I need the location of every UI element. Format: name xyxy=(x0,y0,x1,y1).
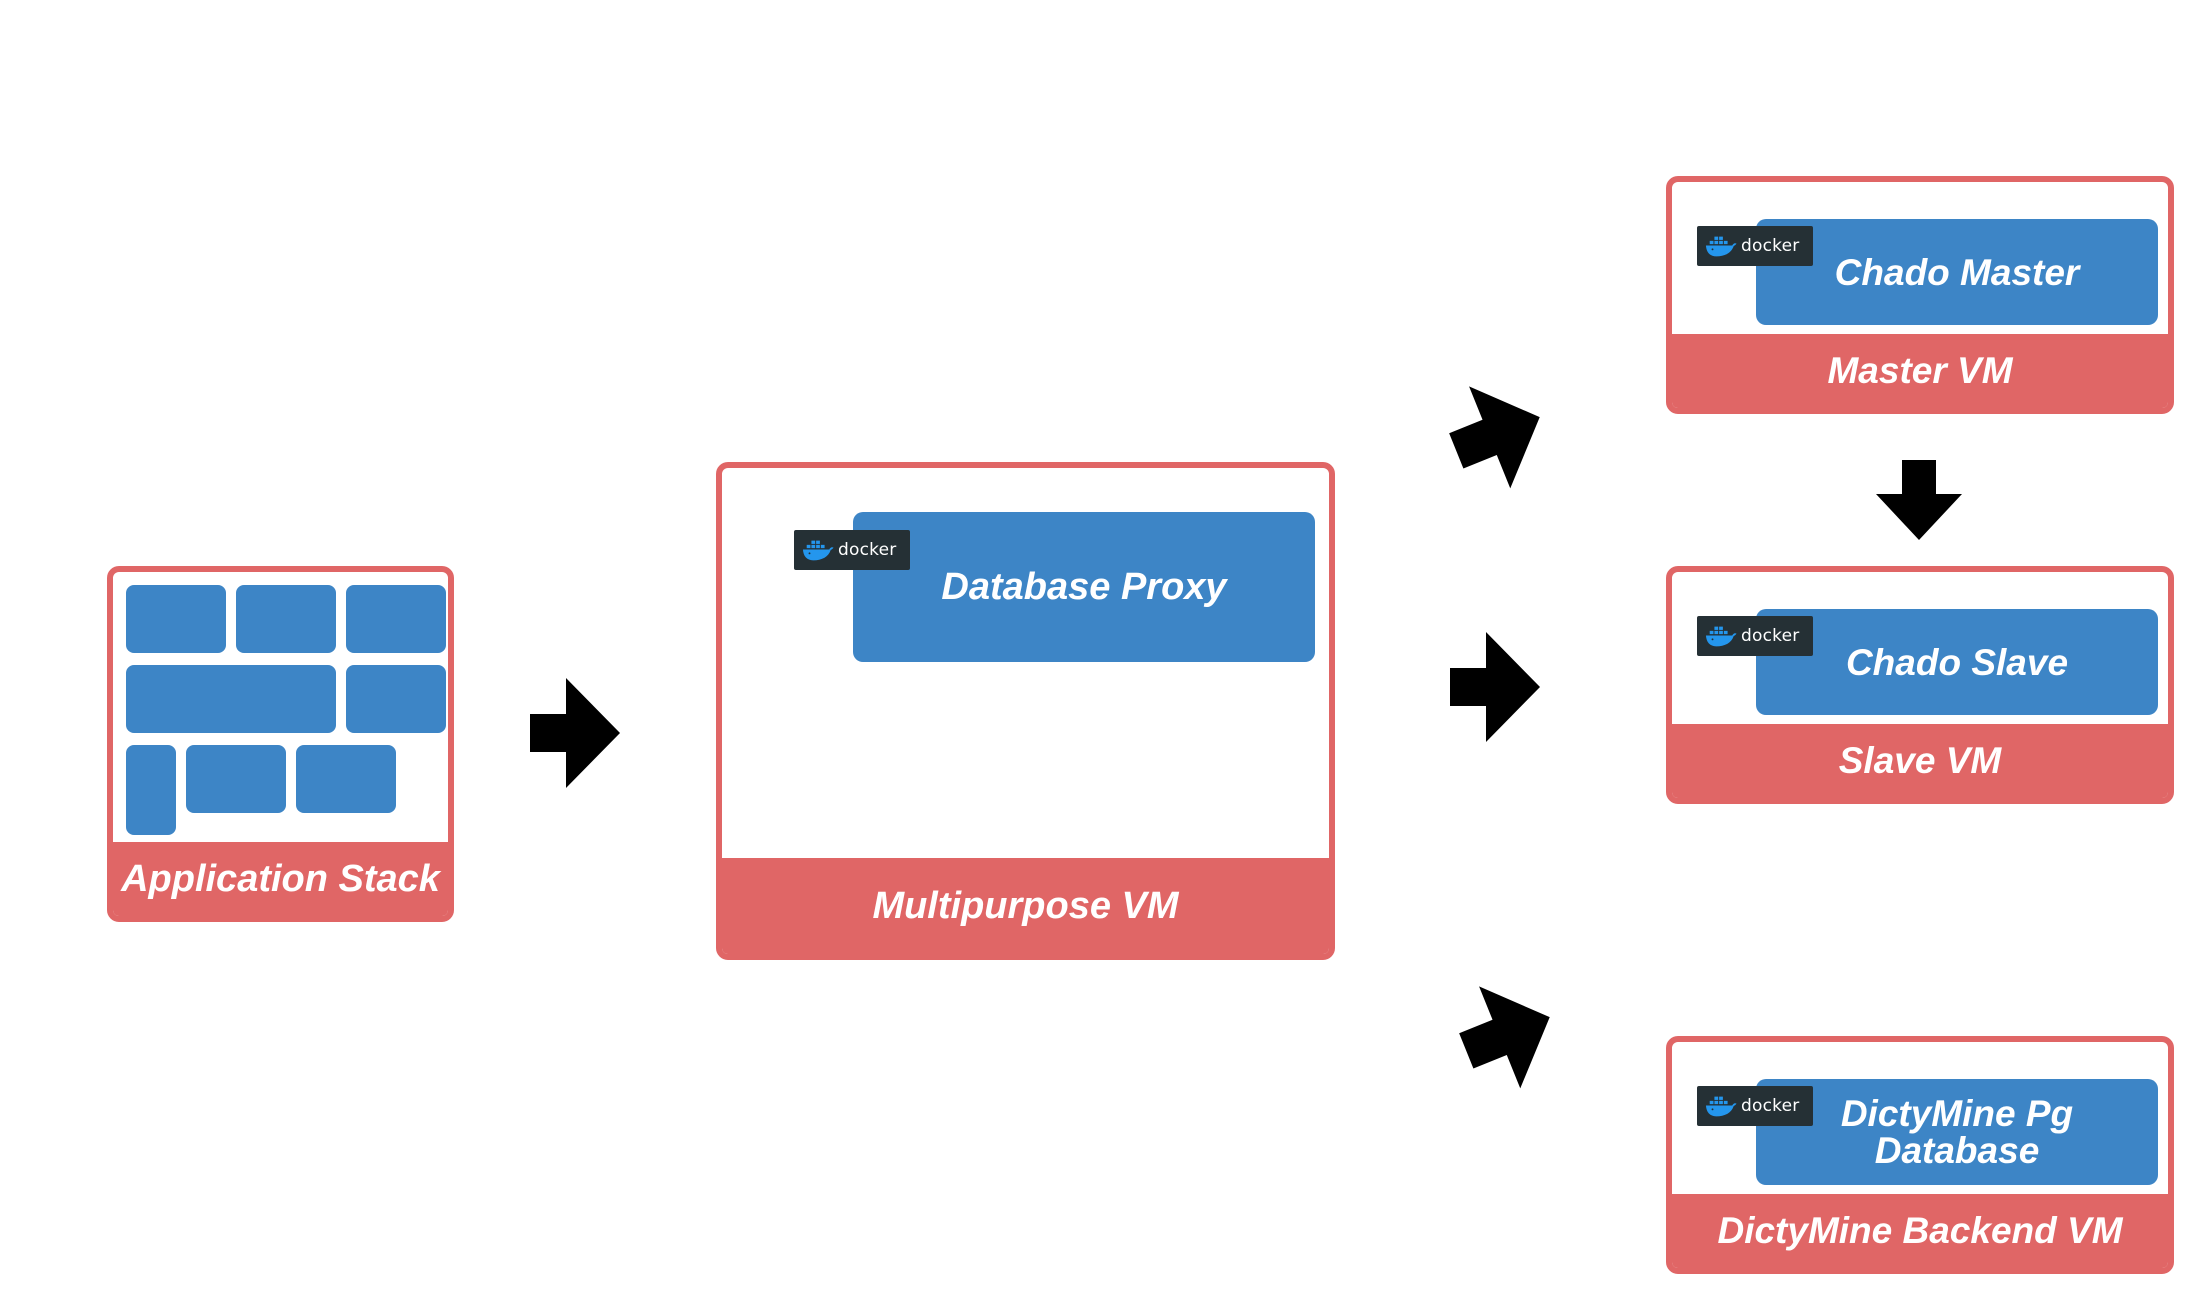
chado-master-service: Chado Master xyxy=(1756,219,2158,325)
docker-whale-icon xyxy=(1705,235,1737,258)
stack-tile xyxy=(346,585,446,653)
docker-whale-icon xyxy=(1705,625,1737,648)
chado-slave-label: Chado Slave xyxy=(1845,641,2069,683)
docker-badge-text: docker xyxy=(838,540,897,560)
master-vm-box: Chado Master docker Master VM xyxy=(1666,176,2174,414)
arrow-icon xyxy=(530,678,620,788)
stack-tile xyxy=(126,745,176,835)
master-vm-label: Master VM xyxy=(1672,334,2168,408)
dictymine-pg-label-line1: DictyMine Pg xyxy=(1840,1093,2074,1134)
database-proxy-label: Database Proxy xyxy=(941,566,1227,608)
dictymine-backend-vm-label: DictyMine Backend VM xyxy=(1672,1194,2168,1268)
docker-badge: docker xyxy=(1697,616,1813,656)
stack-tile xyxy=(126,585,226,653)
stack-tile xyxy=(296,745,396,813)
chado-slave-service: Chado Slave xyxy=(1756,609,2158,715)
arrow-icon xyxy=(1450,632,1540,742)
database-proxy-service: Database Proxy xyxy=(853,512,1315,662)
chado-master-label: Chado Master xyxy=(1834,251,2080,293)
docker-badge: docker xyxy=(1697,1086,1813,1126)
docker-badge: docker xyxy=(1697,226,1813,266)
slave-vm-box: Chado Slave docker Slave VM xyxy=(1666,566,2174,804)
application-stack-box: Application Stack xyxy=(107,566,454,922)
slave-vm-label: Slave VM xyxy=(1672,724,2168,798)
docker-whale-icon xyxy=(1705,1095,1737,1118)
docker-badge-text: docker xyxy=(1741,626,1800,646)
docker-badge-text: docker xyxy=(1741,1096,1800,1116)
stack-tile xyxy=(346,665,446,733)
dictymine-backend-vm-box: DictyMine Pg Database docker DictyMine B… xyxy=(1666,1036,2174,1274)
application-stack-label: Application Stack xyxy=(113,842,448,916)
stack-tile xyxy=(186,745,286,813)
dictymine-pg-label-line2: Database xyxy=(1874,1130,2040,1171)
stack-tile xyxy=(236,585,336,653)
dictymine-pg-database-service: DictyMine Pg Database xyxy=(1756,1079,2158,1185)
arrow-icon xyxy=(1459,986,1550,1089)
docker-badge-text: docker xyxy=(1741,236,1800,256)
arrow-icon xyxy=(1449,386,1540,489)
multipurpose-vm-label: Multipurpose VM xyxy=(722,858,1329,954)
docker-badge: docker xyxy=(794,530,910,570)
multipurpose-vm-box: Database Proxy docker Multipurpose VM xyxy=(716,462,1335,960)
docker-whale-icon xyxy=(802,539,834,562)
arrow-icon xyxy=(1876,460,1962,540)
stack-tile xyxy=(126,665,336,733)
